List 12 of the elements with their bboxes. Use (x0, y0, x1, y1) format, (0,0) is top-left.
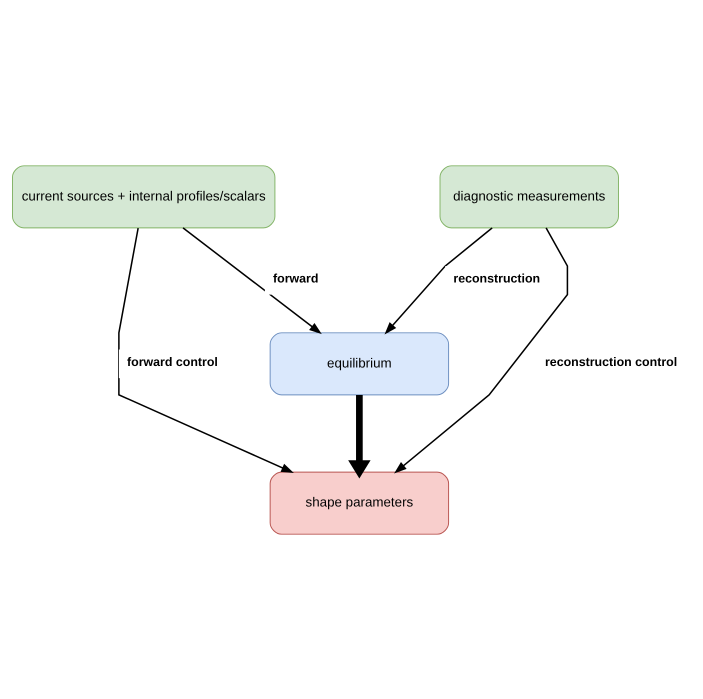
arrow (348, 394, 371, 478)
node-box: shape parameters (270, 471, 450, 534)
edge-label: forward (273, 271, 318, 286)
node-box: diagnostic measurements (440, 164, 619, 228)
edge-label: reconstruction (453, 271, 540, 286)
node-box: equilibrium (270, 332, 450, 395)
edge-label: forward control (126, 354, 218, 369)
node-box: current sources + internal profiles/scalars (12, 164, 276, 228)
arrow (384, 226, 493, 334)
arrow (182, 226, 322, 334)
arrow (394, 227, 568, 473)
edge-label: reconstruction control (544, 354, 678, 369)
